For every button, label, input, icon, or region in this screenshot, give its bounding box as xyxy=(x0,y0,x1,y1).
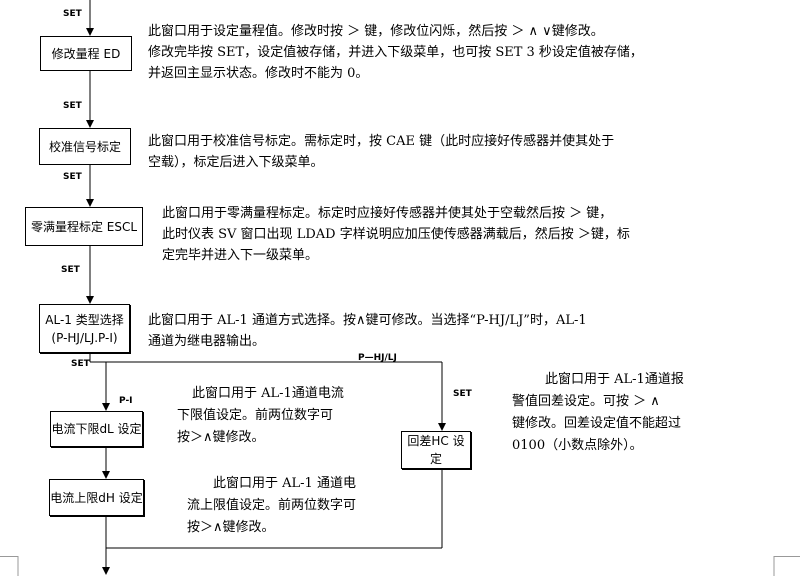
al1-type-label-line1: AL-1 类型选择 xyxy=(45,312,124,327)
desc-line: 警值回差设定。可按 ＞ ∧ xyxy=(512,394,660,409)
dl-description: 此窗口用于 AL-1通道电流 下限值设定。前两位数字可 按＞∧键修改。 xyxy=(177,383,344,449)
label-set-3: SET xyxy=(61,265,80,275)
dh-description: 此窗口用于 AL-1 通道电 流上限值设定。前两位数字可 按＞∧键修改。 xyxy=(187,473,356,539)
desc-line: 按＞∧键修改。 xyxy=(177,430,265,445)
desc-line: 流上限值设定。前两位数字可 xyxy=(187,498,357,513)
desc-line: 此窗口用于 AL-1 通道电 xyxy=(213,476,356,491)
corner-mark-left xyxy=(0,556,19,576)
dh-box[interactable]: 电流上限dH 设定 xyxy=(49,479,144,516)
calibrate-description: 此窗口用于校准信号标定。需标定时，按 CAE 键（此时应接好传感器并使其处于 空… xyxy=(148,131,614,173)
al1-type-box[interactable]: AL-1 类型选择 (P-HJ/LJ.P-I) xyxy=(39,304,130,353)
desc-line: 此窗口用于零满量程标定。标定时应接好传感器并使其处于空载然后按 ＞ 键， xyxy=(162,206,613,221)
label-set-1: SET xyxy=(63,101,82,111)
hc-description: 此窗口用于 AL-1通道报 警值回差设定。可按 ＞ ∧ 键修改。回差设定值不能超… xyxy=(512,369,684,457)
label-phjlj: P—HJ/LJ xyxy=(358,353,397,363)
hc-label: 回差HC 设定 xyxy=(407,434,465,466)
desc-line: 此窗口用于设定量程值。修改时按 ＞ 键，修改位闪烁，然后按 ＞ ∧ ∨键修改。 xyxy=(148,24,604,39)
al1-type-description: 此窗口用于 AL-1 通道方式选择。按∧键可修改。当选择“P-HJ/LJ”时，A… xyxy=(148,310,587,352)
desc-line: 并返回主显示状态。修改时不能为 0。 xyxy=(148,66,369,81)
corner-mark-right xyxy=(773,556,800,576)
calibrate-label: 校准信号标定 xyxy=(48,139,121,154)
desc-line: 按＞∧键修改。 xyxy=(187,520,275,535)
desc-line: 下限值设定。前两位数字可 xyxy=(177,408,334,423)
label-set-hc: SET xyxy=(453,389,472,399)
range-ed-description: 此窗口用于设定量程值。修改时按 ＞ 键，修改位闪烁，然后按 ＞ ∧ ∨键修改。 … xyxy=(148,21,643,84)
desc-line: 修改完毕按 SET，设定值被存储，并进入下级菜单，也可按 SET 3 秒设定值被… xyxy=(148,45,643,60)
desc-line: 此时仪表 SV 窗口出现 LDAD 字样说明应加压使传感器满载后，然后按 ＞键，… xyxy=(162,227,630,242)
label-set-top: SET xyxy=(63,9,82,19)
desc-line: 此窗口用于 AL-1 通道方式选择。按∧键可修改。当选择“P-HJ/LJ”时，A… xyxy=(148,313,587,328)
hc-box[interactable]: 回差HC 设定 xyxy=(401,431,471,469)
desc-line: 此窗口用于 AL-1通道电流 xyxy=(192,386,344,401)
label-set-4: SET xyxy=(71,359,90,369)
desc-line: 此窗口用于 AL-1通道报 xyxy=(545,372,684,387)
al1-type-label-line2: (P-HJ/LJ.P-I) xyxy=(51,330,118,345)
range-ed-box[interactable]: 修改量程 ED xyxy=(40,36,132,71)
escl-description: 此窗口用于零满量程标定。标定时应接好传感器并使其处于空载然后按 ＞ 键， 此时仪… xyxy=(162,203,630,266)
calibrate-box[interactable]: 校准信号标定 xyxy=(39,128,131,165)
escl-label: 零满量程标定 ESCL xyxy=(30,219,138,234)
desc-line: 键修改。回差设定值不能超过 xyxy=(512,416,682,431)
escl-box[interactable]: 零满量程标定 ESCL xyxy=(25,207,143,246)
desc-line: 此窗口用于校准信号标定。需标定时，按 CAE 键（此时应接好传感器并使其处于 xyxy=(148,134,615,149)
dl-box[interactable]: 电流下限dL 设定 xyxy=(50,411,143,447)
desc-line: 通道为继电器输出。 xyxy=(148,334,266,349)
desc-line: 空载），标定后进入下级菜单。 xyxy=(148,155,324,170)
dh-label: 电流上限dH 设定 xyxy=(50,490,143,505)
desc-line: 0100（小数点除外）。 xyxy=(512,438,643,453)
label-set-2: SET xyxy=(63,172,82,182)
dl-label: 电流下限dL 设定 xyxy=(51,422,142,436)
range-ed-label: 修改量程 ED xyxy=(51,46,121,61)
desc-line: 定完毕并进入下一级菜单。 xyxy=(162,248,319,263)
label-pi: P-I xyxy=(119,396,133,406)
